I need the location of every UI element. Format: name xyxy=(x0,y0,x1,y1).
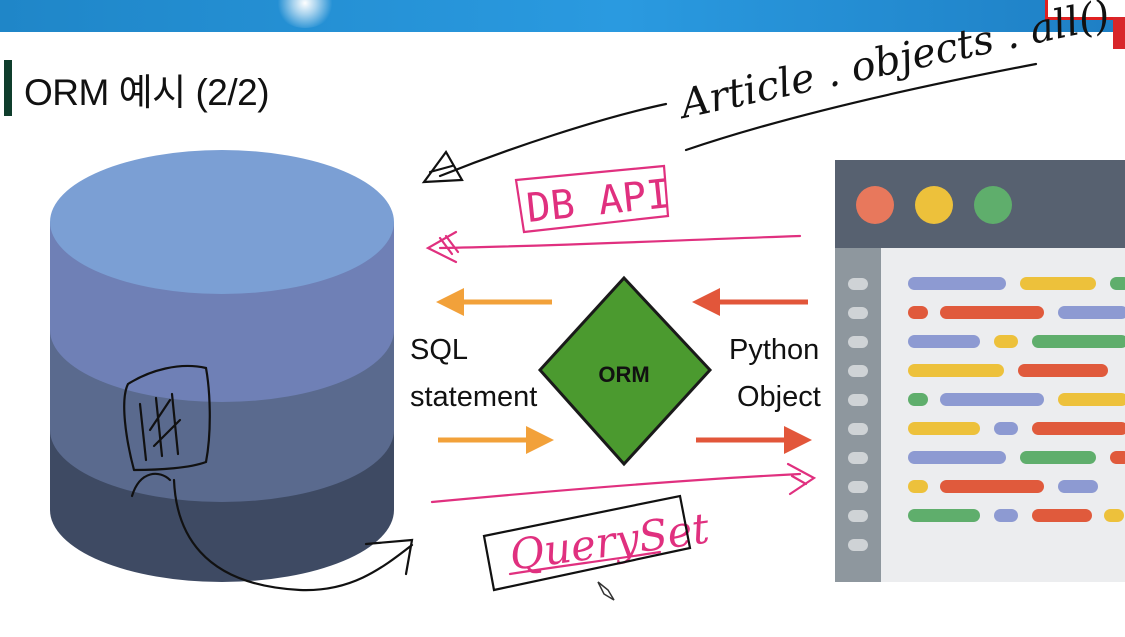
corner-logo-box xyxy=(1045,0,1125,20)
arrow-orange-left xyxy=(436,288,552,316)
corner-red-tab xyxy=(1113,17,1125,49)
handwritten-queryset: QuerySet xyxy=(507,503,713,579)
handwriting-pink-strokes xyxy=(425,164,817,576)
python-label-line1: Python xyxy=(729,334,820,366)
orm-diamond xyxy=(537,275,713,467)
handwritten-api-call: Article . objects . all() xyxy=(673,0,1114,129)
arrow-orange-right xyxy=(438,426,554,454)
cursor-pencil-icon xyxy=(597,581,615,601)
title-accent-bar xyxy=(4,60,12,116)
sql-label-line2: statement xyxy=(410,381,538,413)
database-icon xyxy=(50,150,394,582)
top-banner xyxy=(0,0,1125,32)
sql-label-line1: SQL xyxy=(410,334,469,366)
code-window-icon xyxy=(835,160,1125,582)
page-title: ORM 예시 (2/2) xyxy=(24,72,270,113)
handwritten-db-api: DB API xyxy=(524,171,673,232)
queryset-box-stroke xyxy=(482,494,692,592)
arrow-red-left xyxy=(692,288,808,316)
handwriting-black-strokes xyxy=(123,62,1038,592)
orm-center-label: ORM xyxy=(598,362,650,387)
python-label-line2: Object xyxy=(737,381,821,413)
arrow-red-right xyxy=(696,426,812,454)
